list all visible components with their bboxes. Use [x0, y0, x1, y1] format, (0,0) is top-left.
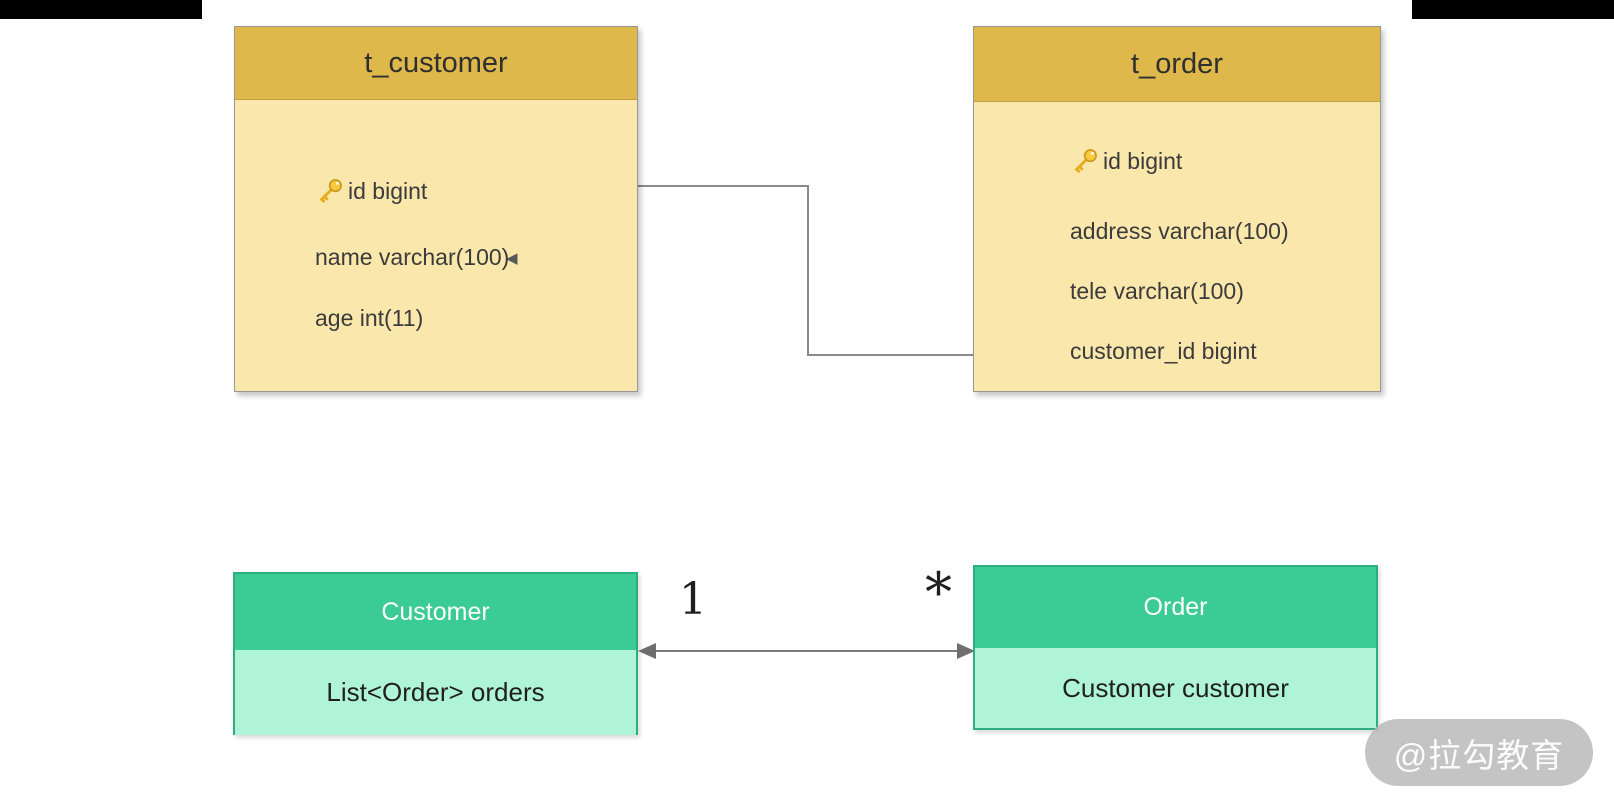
er-column-row: tele varchar(100): [1070, 274, 1244, 308]
uml-class-customer: Customer List<Order> orders: [233, 572, 638, 735]
er-table-t-customer: t_customer id bigint ◀ name varchar(100): [234, 26, 638, 392]
top-right-black-bar: [1412, 0, 1614, 19]
er-column-label: id bigint: [348, 177, 428, 204]
uml-class-order: Order Customer customer: [973, 565, 1378, 730]
watermark-text: @拉勾教育: [1393, 736, 1565, 774]
er-column-row: name varchar(100): [315, 240, 509, 274]
er-column-row: id bigint: [1070, 144, 1182, 178]
er-table-t-order: t_order id bigint address varchar(100): [973, 26, 1381, 392]
uml-class-title: Customer: [235, 574, 636, 650]
er-column-label: customer_id bigint: [1070, 337, 1257, 364]
er-column-label: tele varchar(100): [1070, 277, 1244, 304]
multiplicity-one-label: 1: [679, 574, 707, 625]
er-column-label: age int(11): [315, 304, 424, 331]
er-column-row: id bigint: [315, 174, 427, 208]
er-column-row: customer_id bigint: [1070, 334, 1257, 368]
uml-class-field: Customer customer: [975, 648, 1376, 728]
association-arrowhead-left: [638, 643, 656, 659]
uml-class-title: Order: [975, 567, 1376, 648]
watermark-badge: @拉勾教育: [1365, 719, 1593, 786]
primary-key-icon: [1070, 146, 1100, 176]
collapse-triangle-icon: ◀: [506, 250, 518, 267]
er-table-title: t_order: [974, 27, 1380, 102]
er-column-row: address varchar(100): [1070, 214, 1289, 248]
primary-key-icon: [315, 176, 345, 206]
multiplicity-many-label: *: [925, 561, 952, 624]
er-column-label: name varchar(100): [315, 243, 510, 270]
er-column-label: address varchar(100): [1070, 217, 1289, 244]
er-column-row: age int(11): [315, 301, 423, 335]
uml-class-field: List<Order> orders: [235, 650, 636, 735]
er-column-label: id bigint: [1103, 147, 1183, 174]
er-table-title: t_customer: [235, 27, 637, 100]
top-left-black-bar: [0, 0, 202, 19]
fk-connector-line: [638, 185, 973, 356]
